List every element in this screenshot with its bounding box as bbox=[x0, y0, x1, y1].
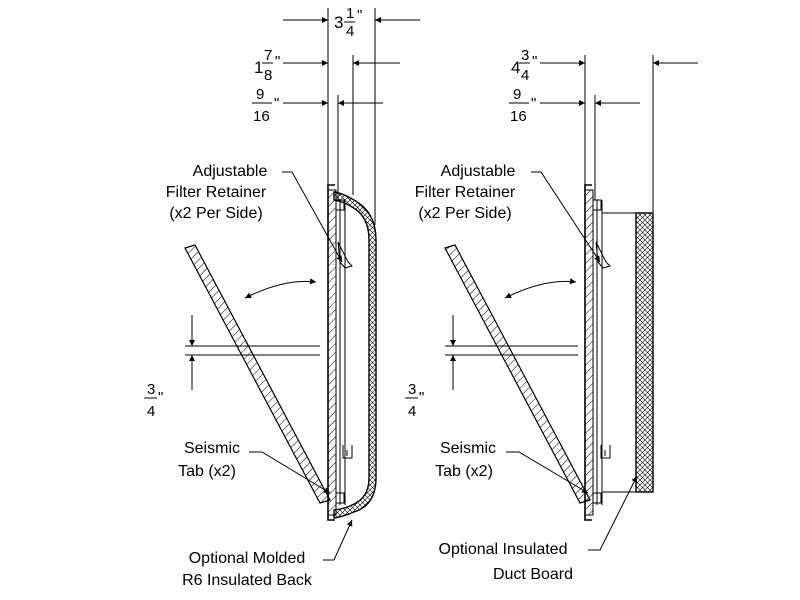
dimension-unit: " bbox=[531, 95, 536, 112]
dimension-whole: 4 bbox=[511, 58, 520, 77]
retainer-label-line2: Filter Retainer bbox=[166, 184, 267, 201]
left-gap-dimension: 3 4 " bbox=[144, 315, 320, 420]
back-label-line1: Optional Molded bbox=[189, 550, 306, 567]
left-filter-open bbox=[184, 244, 331, 504]
dimension-numerator: 3 bbox=[147, 381, 155, 398]
dimension-denominator: 4 bbox=[408, 403, 416, 420]
back-label-line2: Duct Board bbox=[493, 566, 573, 583]
left-mid-dimension: 1 7 8 " bbox=[254, 47, 400, 84]
dimension-denominator: 4 bbox=[521, 67, 529, 84]
dimension-whole: 3 bbox=[334, 13, 343, 32]
left-low-dimension: 9 16 " bbox=[252, 86, 383, 125]
dimension-numerator: 7 bbox=[264, 47, 272, 64]
left-grille-frame bbox=[327, 184, 346, 521]
back-label-line2: R6 Insulated Back bbox=[182, 572, 313, 589]
dimension-unit: " bbox=[275, 53, 280, 70]
retainer-label-line1: Adjustable bbox=[441, 163, 516, 180]
dimension-numerator: 9 bbox=[256, 86, 264, 103]
left-top-dimension: 3 1 4 " bbox=[283, 5, 420, 40]
dimension-unit: " bbox=[357, 7, 362, 24]
right-low-dimension: 9 16 " bbox=[509, 86, 640, 125]
right-grille-frame bbox=[584, 184, 636, 521]
dimension-numerator: 9 bbox=[513, 86, 521, 103]
dimension-denominator: 4 bbox=[147, 403, 155, 420]
right-gap-dimension: 3 4 " bbox=[405, 315, 578, 420]
dimension-whole: 1 bbox=[254, 58, 263, 77]
dimension-denominator: 4 bbox=[346, 23, 354, 40]
dimension-unit: " bbox=[274, 95, 279, 112]
retainer-label-line1: Adjustable bbox=[193, 163, 268, 180]
molded-insulated-back bbox=[333, 191, 377, 519]
seismic-label-line2: Tab (x2) bbox=[435, 463, 493, 480]
dimension-unit: " bbox=[419, 389, 424, 406]
seismic-label-line1: Seismic bbox=[440, 440, 496, 457]
seismic-label-line2: Tab (x2) bbox=[178, 463, 236, 480]
dimension-numerator: 3 bbox=[521, 47, 529, 64]
dimension-denominator: 16 bbox=[253, 108, 270, 125]
dimension-numerator: 3 bbox=[408, 381, 416, 398]
retainer-label-line3: (x2 Per Side) bbox=[169, 205, 262, 222]
back-label-line1: Optional Insulated bbox=[439, 541, 568, 558]
right-view: 4 3 4 " 9 16 " bbox=[405, 47, 698, 583]
insulated-duct-board bbox=[635, 212, 654, 493]
dimension-denominator: 8 bbox=[264, 67, 272, 84]
left-view: 3 1 4 " 1 7 8 " 9 16 " bbox=[144, 5, 420, 589]
dimension-unit: " bbox=[158, 389, 163, 406]
dimension-unit: " bbox=[532, 53, 537, 70]
seismic-label-line1: Seismic bbox=[184, 440, 240, 457]
right-filter-retainer bbox=[595, 241, 611, 459]
right-top-dimension: 4 3 4 " bbox=[511, 47, 698, 84]
retainer-label-line3: (x2 Per Side) bbox=[418, 205, 511, 222]
retainer-label-line2: Filter Retainer bbox=[415, 184, 516, 201]
right-filter-open bbox=[444, 244, 591, 504]
dimension-denominator: 16 bbox=[510, 108, 527, 125]
dimension-numerator: 1 bbox=[346, 5, 354, 22]
